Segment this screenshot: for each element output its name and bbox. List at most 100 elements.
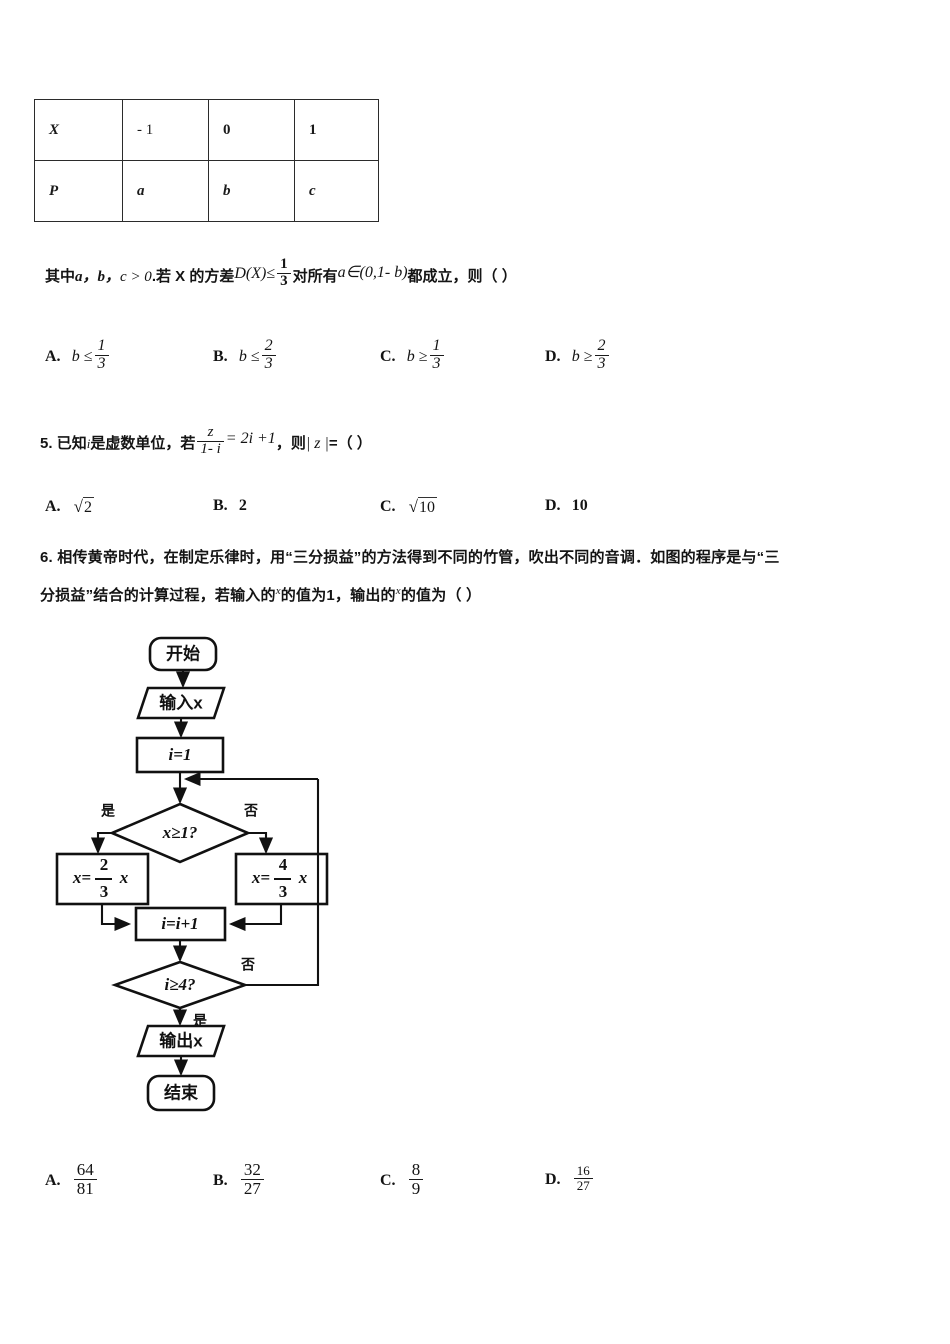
q4-option-b-num: 2 <box>261 337 276 356</box>
flow-connector-no-increment <box>228 904 283 932</box>
flow-decision1-yes-label: 是 <box>101 803 116 819</box>
q6-option-d-den: 27 <box>576 1177 590 1193</box>
distribution-table: X - 1 0 1 P a b c <box>34 99 379 222</box>
q5-option-d-label: D. <box>545 497 561 514</box>
q4-option-d-den: 3 <box>597 354 606 372</box>
table-row: P a b c <box>34 160 379 222</box>
flow-branch-no-prefix: x= <box>251 868 270 887</box>
q4-option-a-relation: b ≤ <box>71 347 93 365</box>
table-cell-x-header: X <box>34 99 123 161</box>
q5-imaginary-unit: i <box>86 436 91 452</box>
flow-input-label: 输入x <box>159 692 203 712</box>
q6-line2-b: 的值为1，输出的 <box>280 587 396 604</box>
q4-stem-prefix: 其中 <box>45 268 76 286</box>
q6-option-c-den: 9 <box>411 1178 421 1198</box>
q5-option-b-value: 2 <box>238 497 247 515</box>
flow-start-label: 开始 <box>166 643 200 663</box>
q4-option-c-relation: b ≥ <box>406 347 428 365</box>
flow-loopback-line <box>245 779 320 987</box>
q4-option-d-num: 2 <box>594 337 609 356</box>
q4-option-c-den: 3 <box>432 354 441 372</box>
q6-option-b-num: 32 <box>240 1161 264 1180</box>
q5-option-b[interactable]: B. 2 <box>213 497 247 515</box>
q4-variance-expr: D(X)≤ <box>234 265 276 283</box>
q5-option-c[interactable]: C. √10 <box>380 497 437 517</box>
q4-stem-cond: c > 0 <box>120 269 152 286</box>
q6-option-a-label: A. <box>45 1172 61 1190</box>
flow-decision2-label: i≥4? <box>164 975 195 994</box>
q5-text-c: ，则 <box>275 435 306 453</box>
q4-interval-expr: a∈(0,1- b) <box>337 264 408 282</box>
q5-option-c-radicand: 10 <box>417 497 437 516</box>
table-cell-x-0: - 1 <box>122 99 209 161</box>
q5-option-d[interactable]: D. 10 <box>545 497 588 515</box>
q6-option-c-num: 8 <box>408 1161 424 1180</box>
q6-option-d-label: D. <box>545 1170 561 1188</box>
q4-option-d-label: D. <box>545 348 561 366</box>
q4-option-d-relation: b ≥ <box>571 347 593 365</box>
q6-line2-a: 分损益”结合的计算过程，若输入的 <box>40 587 276 604</box>
q6-line2-c: 的值为（ ） <box>400 587 482 604</box>
q5-option-d-value: 10 <box>571 497 588 515</box>
flow-decision2-no-label: 否 <box>240 957 255 973</box>
flow-increment-label: i=i+1 <box>161 914 198 933</box>
q4-option-b-relation: b ≤ <box>238 347 260 365</box>
q4-stem-tail: 都成立，则（ ） <box>407 268 517 286</box>
flow-init-label: i=1 <box>169 745 192 764</box>
q6-option-c-label: C. <box>380 1172 396 1190</box>
flow-branch-yes-suffix: x <box>119 868 129 887</box>
q5-equation-rhs: = 2i +1 <box>225 430 276 448</box>
q6-line2-var2: x <box>395 585 401 597</box>
q5-number: 5. <box>40 435 53 453</box>
q5-fraction-numerator: z <box>197 424 224 442</box>
q4-option-c-num: 1 <box>429 337 444 356</box>
table-cell-p-2: c <box>294 160 379 222</box>
table-cell-p-1: b <box>208 160 295 222</box>
table-cell-x-1: 0 <box>208 99 295 161</box>
q4-option-a-num: 1 <box>94 337 109 356</box>
table-cell-p-0: a <box>122 160 209 222</box>
q4-option-c-label: C. <box>380 348 396 366</box>
q6-option-a-num: 64 <box>73 1161 97 1180</box>
flow-input-shape <box>136 686 226 720</box>
q5-option-c-label: C. <box>380 497 396 515</box>
sqrt-icon: √10 <box>408 497 437 516</box>
flow-end-shape <box>146 1074 216 1112</box>
q4-option-a-label: A. <box>45 348 61 366</box>
q5-option-a-radicand: 2 <box>82 497 94 516</box>
flow-branch-yes-num: 2 <box>100 855 109 874</box>
q4-stem-after: 对所有 <box>292 268 338 286</box>
q4-option-b-den: 3 <box>264 354 273 372</box>
question6-stem-line1: 6. 相传黄帝时代，在制定乐律时，用“三分损益”的方法得到不同的竹管，吹出不同的… <box>40 549 780 566</box>
q5-option-a[interactable]: A. √2 <box>45 497 94 517</box>
flowchart-diagram: 开始 输入x i=1 x≥1? 是 否 x= 2 <box>40 626 380 1126</box>
q5-text-b: 是虚数单位，若 <box>90 435 196 453</box>
q4-stem-vars: a，b， <box>75 269 121 286</box>
q6-line2-var1: x <box>275 585 281 597</box>
flow-connector-decision1-no <box>248 831 274 855</box>
